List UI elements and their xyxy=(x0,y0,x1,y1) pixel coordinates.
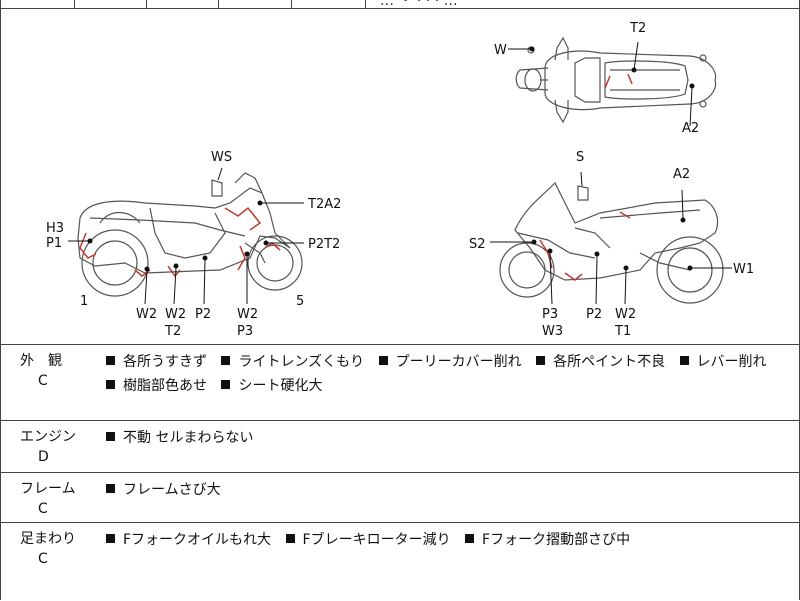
label-left-t2: T2 xyxy=(164,324,181,339)
section-grade: C xyxy=(38,501,48,517)
section-notes: Fフォークオイルもれ大 Fブレーキローター減り Fフォーク摺動部さび中 xyxy=(106,528,786,552)
divider xyxy=(0,0,1,600)
top-table-strip: … ・ · · · … xyxy=(0,0,800,9)
section-category: 足まわり xyxy=(20,531,76,547)
section-notes: フレームさび大 xyxy=(106,478,786,502)
scooter-right-view xyxy=(499,181,724,304)
note-item: Fフォークオイルもれ大 xyxy=(106,532,271,548)
section-category: エンジン xyxy=(20,429,76,445)
diagram-labels: W T2 A2 WS T2A2 H3 P1 P2T2 1 5 W2 W2 T2 … xyxy=(46,21,754,339)
note-text: 各所うすきず xyxy=(123,354,207,370)
label-left-p3: P3 xyxy=(237,324,253,339)
label-top-a2: A2 xyxy=(682,121,699,136)
note-item: 不動 セルまわらない xyxy=(106,430,253,446)
label-left-w2a: W2 xyxy=(136,307,157,322)
label-right-p3: P3 xyxy=(542,307,558,322)
top-cell xyxy=(0,0,75,8)
top-cell xyxy=(218,0,292,8)
scooter-left-view xyxy=(77,172,303,297)
note-text: 不動 セルまわらない xyxy=(123,430,254,446)
note-text: フレームさび大 xyxy=(123,482,221,498)
label-left-p1: P1 xyxy=(46,236,62,251)
bullet-square-icon xyxy=(285,534,295,543)
bullet-square-icon xyxy=(106,380,115,389)
section-category: 外 観 xyxy=(20,353,62,369)
bullet-square-icon xyxy=(378,356,388,365)
note-item: Fフォーク摺動部さび中 xyxy=(465,532,630,548)
label-right-s: S xyxy=(576,150,584,165)
note-item: レバー削れ xyxy=(679,354,767,370)
label-left-h3: H3 xyxy=(46,221,64,236)
note-text: Fフォークオイルもれ大 xyxy=(123,532,272,548)
section-grade: C xyxy=(38,551,48,567)
label-top-w: W xyxy=(494,43,507,58)
bullet-square-icon xyxy=(465,534,475,543)
top-cell xyxy=(74,0,147,8)
label-left-w2b: W2 xyxy=(165,307,186,322)
damage-diagram: W T2 A2 WS T2A2 H3 P1 P2T2 1 5 W2 W2 T2 … xyxy=(0,8,800,344)
bullet-square-icon xyxy=(106,356,115,365)
label-left-5: 5 xyxy=(296,294,304,309)
label-right-w2: W2 xyxy=(615,307,636,322)
section-notes: 不動 セルまわらない xyxy=(106,426,786,450)
note-text: 各所ペイント不良 xyxy=(553,354,666,370)
label-top-t2: T2 xyxy=(629,21,646,36)
note-text: レバー削れ xyxy=(696,354,767,370)
note-text: 樹脂部色あせ xyxy=(123,378,207,394)
section-category: フレーム xyxy=(20,481,76,497)
scooter-diagram-svg: W T2 A2 WS T2A2 H3 P1 P2T2 1 5 W2 W2 T2 … xyxy=(46,21,754,339)
label-right-a2: A2 xyxy=(673,167,690,182)
note-text: シート硬化大 xyxy=(238,378,323,394)
label-left-p2t2: P2T2 xyxy=(308,237,340,252)
label-left-w2c: W2 xyxy=(237,307,258,322)
note-item: シート硬化大 xyxy=(221,378,322,394)
scooter-top-view xyxy=(515,36,717,124)
divider xyxy=(0,8,800,9)
note-item: Fブレーキローター減り xyxy=(285,532,451,548)
top-cell xyxy=(291,0,366,8)
label-right-p2: P2 xyxy=(586,307,602,322)
note-item: プーリーカバー削れ xyxy=(378,354,522,370)
note-item: 各所うすきず xyxy=(106,354,207,370)
label-right-w3: W3 xyxy=(542,324,563,339)
bullet-square-icon xyxy=(221,356,231,365)
section-grade: C xyxy=(38,373,48,389)
section-notes: 各所うすきず ライトレンズくもり プーリーカバー削れ 各所ペイント不良 レバー削… xyxy=(106,350,786,398)
bullet-square-icon xyxy=(536,356,546,365)
section-suspension: 足まわり C Fフォークオイルもれ大 Fブレーキローター減り Fフォーク摺動部さ… xyxy=(0,522,800,601)
label-right-w1: W1 xyxy=(733,262,754,277)
top-cell xyxy=(146,0,219,8)
bullet-square-icon xyxy=(221,380,231,389)
section-engine: エンジン D 不動 セルまわらない xyxy=(0,420,800,473)
label-right-t1: T1 xyxy=(614,324,631,339)
label-right-s2: S2 xyxy=(469,237,486,252)
note-text: プーリーカバー削れ xyxy=(395,354,522,370)
section-grade: D xyxy=(38,449,49,465)
note-text: Fフォーク摺動部さび中 xyxy=(482,532,631,548)
clipped-header-text: … ・ · · · … xyxy=(380,0,458,9)
label-left-t2a2: T2A2 xyxy=(307,197,341,212)
label-left-ws: WS xyxy=(211,150,232,165)
label-left-p2: P2 xyxy=(195,307,211,322)
bullet-square-icon xyxy=(679,356,689,365)
leader-lines xyxy=(68,41,732,305)
note-item: 各所ペイント不良 xyxy=(536,354,665,370)
bullet-square-icon xyxy=(106,484,115,493)
label-left-1: 1 xyxy=(80,294,88,309)
note-item: ライトレンズくもり xyxy=(221,354,364,370)
note-item: フレームさび大 xyxy=(106,482,221,498)
note-text: Fブレーキローター減り xyxy=(302,532,451,548)
note-text: ライトレンズくもり xyxy=(238,354,365,370)
bullet-square-icon xyxy=(106,534,115,543)
bullet-square-icon xyxy=(106,432,115,441)
note-item: 樹脂部色あせ xyxy=(106,378,207,394)
section-frame: フレーム C フレームさび大 xyxy=(0,472,800,523)
section-exterior: 外 観 C 各所うすきず ライトレンズくもり プーリーカバー削れ 各所ペイント不… xyxy=(0,344,800,421)
